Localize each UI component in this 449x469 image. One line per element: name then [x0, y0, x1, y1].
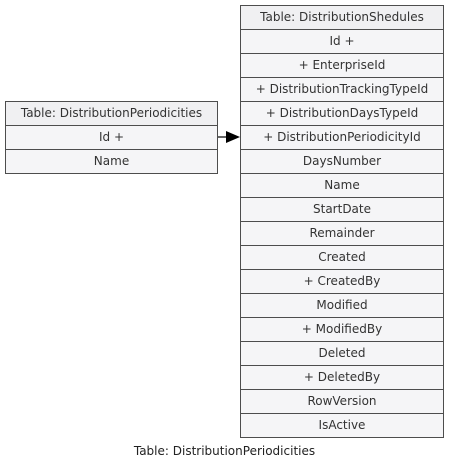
table-distribution-periodicities[interactable]: Table: DistributionPeriodicities Id + Na… — [5, 101, 218, 174]
field-name: Name — [241, 174, 443, 198]
field-deleted-by: + DeletedBy — [241, 366, 443, 390]
field-deleted: Deleted — [241, 342, 443, 366]
field-enterprise-id: + EnterpriseId — [241, 54, 443, 78]
field-row-version: RowVersion — [241, 390, 443, 414]
field-is-active: IsActive — [318, 418, 366, 432]
table-title: Table: DistributionShedules — [241, 6, 443, 30]
field-remainder: Remainder — [241, 222, 443, 246]
field-days-number: DaysNumber — [241, 150, 443, 174]
field-distribution-days-type-id: + DistributionDaysTypeId — [241, 102, 443, 126]
table-title: Table: DistributionPeriodicities — [6, 102, 217, 126]
field-created-by: + CreatedBy — [241, 270, 443, 294]
field-created: Created — [241, 246, 443, 270]
field-id: Id + — [241, 30, 443, 54]
table-distribution-schedules[interactable]: Table: DistributionShedules Id + + Enter… — [240, 5, 444, 438]
field-modified: Modified — [241, 294, 443, 318]
field-start-date: StartDate — [241, 198, 443, 222]
diagram-caption: Table: DistributionPeriodicities — [133, 444, 316, 458]
field-modified-by: + ModifiedBy — [241, 318, 443, 342]
field-name: Name — [93, 154, 130, 168]
field-distribution-periodicity-id: + DistributionPeriodicityId — [241, 126, 443, 150]
arrowhead-icon — [226, 131, 240, 143]
field-id: Id + — [6, 126, 217, 150]
field-distribution-tracking-type-id: + DistributionTrackingTypeId — [241, 78, 443, 102]
